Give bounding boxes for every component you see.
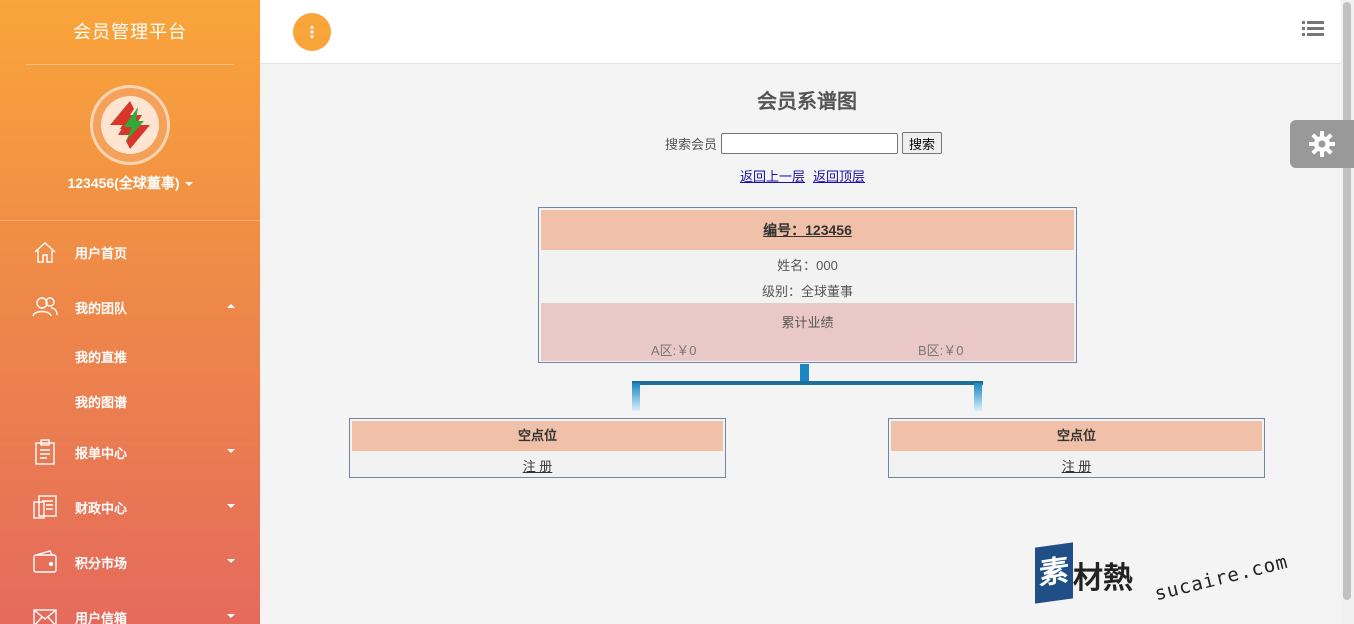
- team-icon: [32, 297, 58, 317]
- sidebar-item-mailbox[interactable]: 用户信箱: [0, 596, 260, 624]
- sidebar-item-label: 财政中心: [75, 501, 128, 516]
- connector-right-drop: [974, 383, 982, 411]
- connector-stem: [800, 364, 809, 383]
- sidebar-item-points-market[interactable]: 积分市场: [0, 541, 260, 581]
- sidebar-subitem-genealogy[interactable]: 我的图谱: [75, 395, 128, 410]
- gear-icon: [1309, 131, 1335, 157]
- ledger-icon: [33, 495, 57, 519]
- top-bar: [260, 0, 1341, 64]
- sidebar-item-team[interactable]: 我的团队: [0, 286, 260, 326]
- mail-icon: [33, 609, 57, 624]
- brand-divider: [26, 64, 234, 65]
- search-input[interactable]: [721, 132, 899, 154]
- user-profile: 123456(全球董事): [0, 65, 260, 221]
- wallet-icon: [33, 550, 57, 573]
- watermark-logo: 素 材熱 sucaire.com: [1035, 542, 1290, 615]
- user-menu[interactable]: 123456(全球董事): [0, 173, 260, 193]
- home-icon: [34, 242, 56, 263]
- chevron-down-icon: [227, 449, 235, 453]
- sidebar-item-finance[interactable]: 财政中心: [0, 486, 260, 526]
- performance-title: 累计业绩: [781, 315, 834, 330]
- zone-b-value: B区:￥0: [918, 343, 964, 358]
- member-search: 搜索会员 搜索: [665, 132, 943, 154]
- chevron-down-icon: [227, 559, 235, 563]
- back-top-link[interactable]: 返回顶层: [813, 169, 866, 184]
- child-slot-right: 空点位 注 册: [888, 418, 1265, 478]
- register-link[interactable]: 注 册: [1061, 459, 1092, 474]
- watermark-box: 素: [1035, 542, 1073, 604]
- sidebar-item-orders[interactable]: 报单中心: [0, 431, 260, 471]
- navigation-links: 返回上一层返回顶层: [740, 166, 873, 185]
- brand-title: 会员管理平台: [73, 22, 187, 42]
- chevron-down-icon: [227, 614, 235, 618]
- member-id-link[interactable]: 编号：123456: [541, 210, 1074, 250]
- empty-slot-label: 空点位: [891, 421, 1262, 451]
- sidebar-item-label: 报单中心: [75, 446, 128, 461]
- sidebar-item-label: 积分市场: [75, 556, 128, 571]
- sidebar-item-label: 我的团队: [75, 301, 128, 316]
- username-label: 123456(全球董事): [67, 175, 180, 191]
- sidebar-item-home[interactable]: 用户首页: [0, 231, 260, 271]
- connector-left-drop: [632, 383, 640, 411]
- search-button[interactable]: 搜索: [902, 132, 943, 154]
- scrollbar-thumb[interactable]: [1343, 2, 1351, 600]
- zone-a-value: A区:￥0: [651, 343, 697, 358]
- list-icon[interactable]: [1302, 20, 1324, 38]
- register-link[interactable]: 注 册: [522, 459, 553, 474]
- sidebar-item-label: 用户首页: [75, 246, 128, 261]
- back-up-link[interactable]: 返回上一层: [740, 169, 806, 184]
- chevron-up-icon: [227, 304, 235, 308]
- search-label: 搜索会员: [665, 136, 718, 152]
- sidebar-subitem-direct[interactable]: 我的直推: [75, 350, 128, 365]
- page-title: 会员系谱图: [757, 91, 857, 113]
- more-vertical-icon: [310, 25, 314, 39]
- settings-button[interactable]: [1290, 120, 1354, 168]
- watermark-chinese: 材熱: [1073, 561, 1133, 596]
- clipboard-icon: [35, 439, 55, 465]
- chevron-down-icon: [227, 504, 235, 508]
- child-slot-left: 空点位 注 册: [349, 418, 726, 478]
- logo-icon: [101, 96, 159, 154]
- root-member-card: 编号：123456 姓名：000 级别：全球董事 累计业绩 A区:￥0 B区:￥…: [538, 207, 1077, 363]
- member-level: 级别：全球董事: [761, 284, 853, 299]
- sidebar-toggle-button[interactable]: [293, 13, 331, 51]
- performance-panel: 累计业绩 A区:￥0 B区:￥0: [541, 303, 1074, 361]
- avatar[interactable]: [90, 85, 170, 165]
- connector-bar: [632, 381, 983, 385]
- chevron-down-icon: [184, 182, 193, 187]
- member-name: 姓名：000: [777, 258, 838, 273]
- sidebar-item-label: 用户信箱: [75, 611, 128, 624]
- sidebar: 会员管理平台 123456(全球董事) 用户首页 我的团队 我的直推 我的图谱: [0, 0, 260, 624]
- watermark-domain: sucaire.com: [1152, 550, 1291, 606]
- empty-slot-label: 空点位: [352, 421, 723, 451]
